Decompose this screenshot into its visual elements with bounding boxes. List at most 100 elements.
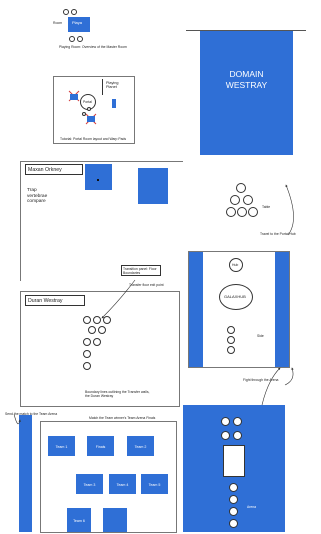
- pad-right: [112, 99, 116, 108]
- hub-cluster: Table: [226, 183, 270, 229]
- duran-title: Duran Westray: [28, 298, 63, 304]
- planet-label: Playing Planet: [106, 81, 118, 90]
- panel-portal-room: Playing Planet Portal Tutorial: Portal R…: [53, 76, 135, 144]
- seat-circle: [71, 9, 77, 15]
- panel1-caption: Playing Room: Overview of the Master Roo…: [59, 45, 127, 49]
- seat-circle: [83, 350, 91, 358]
- hub-circle: [243, 195, 253, 205]
- seat-circle: [83, 316, 91, 324]
- seat-circle: [83, 362, 91, 370]
- finals-seat: [229, 507, 238, 516]
- galaxhub-label: GALAXHUB: [224, 294, 246, 299]
- finals-side-label: Arena: [247, 505, 257, 509]
- room-label: Room: [53, 21, 63, 25]
- portal-label: Portal: [83, 100, 92, 104]
- hub-circle: [226, 207, 236, 217]
- table-label: Team 5: [148, 483, 161, 487]
- panel2-caption: Tutorial: Portal Room layout and Warp Pa…: [60, 137, 127, 141]
- arena-seat: [227, 346, 235, 354]
- finals-seat: [229, 519, 238, 528]
- arena-wall-right: [275, 252, 289, 367]
- arena-side-label: Side: [257, 334, 264, 338]
- seat-circle: [69, 36, 75, 42]
- finals-seat: [233, 431, 242, 440]
- table-team2: Team 2: [127, 436, 154, 456]
- finals-seat: [233, 417, 242, 426]
- maxan-title-box: Maxan Orkney: [25, 164, 83, 175]
- hub-note: Table: [262, 205, 271, 209]
- maxan-block-b: [138, 168, 168, 204]
- finals-seat: [221, 431, 230, 440]
- seat-circle: [77, 36, 83, 42]
- finals-seat: [229, 483, 238, 492]
- tournament-caption: Match the Team winner's Team Arena Final…: [89, 416, 156, 420]
- planet-label-line1: Playing: [106, 81, 119, 85]
- arena-caption: Fight through the Arena: [243, 378, 279, 382]
- duran-caption-bottom: Boundary lines outlining the Transfer wa…: [85, 390, 150, 398]
- finals-seat: [221, 417, 230, 426]
- domain-title-line1: DOMAIN: [229, 69, 264, 79]
- maxan-text: Trap vertebrae compare: [27, 188, 48, 205]
- table-label: Finals: [95, 445, 106, 449]
- seat-circle: [88, 326, 96, 334]
- table-team3: Team 3: [76, 474, 103, 494]
- tournament-area: Match the Team winner's Team Arena Final…: [40, 416, 177, 533]
- panel-master-room: Playa Room Playing Room: Overview of the…: [53, 7, 127, 55]
- panel-maxan-orkney: Maxan Orkney Trap vertebrae compare: [20, 161, 183, 281]
- table-label: Team 1: [55, 445, 68, 449]
- table-team1: Team 1: [48, 436, 75, 456]
- table-label: Team 2: [134, 445, 147, 449]
- portal-diagram: [68, 90, 97, 125]
- table-extra: [103, 508, 127, 532]
- left-edge-bar: [19, 415, 32, 532]
- seat-circle: [83, 338, 91, 346]
- galaxhub-circle: GALAXHUB: [219, 284, 253, 310]
- hub-circle: [230, 195, 240, 205]
- arena-seat: [227, 326, 235, 334]
- hub-circle: [236, 183, 246, 193]
- table-team4: Team 4: [109, 474, 136, 494]
- bottom-left-caption: Send the match to the Team Arena: [5, 412, 58, 416]
- duran-note-box: Transition panel: Floor Boundaries: [121, 265, 161, 276]
- arena-top-circle: Hub: [229, 258, 243, 272]
- hub-circle: [248, 207, 258, 217]
- block-label: Playa: [72, 20, 83, 25]
- hub-circle: [237, 207, 247, 217]
- arena-seat: [227, 336, 235, 344]
- duran-caption-right: Transfer floor exit point: [129, 283, 164, 287]
- table-team6: Team 6: [67, 508, 91, 532]
- domain-title: DOMAIN WESTRAY: [200, 69, 293, 91]
- duran-seat-cluster: [83, 316, 113, 380]
- table-team5: Team 5: [141, 474, 168, 494]
- seat-circle: [93, 316, 101, 324]
- domain-title-line2: WESTRAY: [225, 80, 268, 90]
- seat-circle: [82, 112, 86, 116]
- finals-seat: [229, 495, 238, 504]
- panel-duran-westray: Duran Westray Transition panel: Floor Bo…: [20, 265, 180, 407]
- marker-dot: [97, 179, 99, 181]
- domain-westray-card: DOMAIN WESTRAY: [200, 31, 293, 155]
- duran-note: Transition panel: Floor Boundaries: [123, 267, 157, 275]
- table-label: Team 3: [83, 483, 96, 487]
- planet-label-line2: Planet: [106, 85, 117, 90]
- arena-wall-left: [189, 252, 203, 367]
- hub-caption: Travel to the Portal Hub: [260, 232, 296, 236]
- finals-stage: [223, 445, 245, 477]
- seat-circle: [93, 338, 101, 346]
- master-room-block: Playa: [68, 17, 90, 32]
- seat-circle: [87, 107, 91, 111]
- maxan-block-a: [85, 164, 112, 190]
- arena-top-label: Hub: [232, 263, 239, 267]
- divider-line: [102, 79, 103, 95]
- table-finals: Finals: [87, 436, 114, 456]
- seat-circle: [98, 326, 106, 334]
- top-rule: [186, 30, 306, 31]
- table-label: Team 4: [116, 483, 129, 487]
- seat-circle: [103, 316, 111, 324]
- table-label: Team 6: [73, 518, 85, 523]
- duran-title-box: Duran Westray: [25, 295, 85, 306]
- maxan-title: Maxan Orkney: [28, 167, 62, 173]
- pad-bottom: [87, 116, 95, 122]
- arena-finals-block: Arena: [183, 405, 285, 532]
- pad-left: [70, 94, 78, 100]
